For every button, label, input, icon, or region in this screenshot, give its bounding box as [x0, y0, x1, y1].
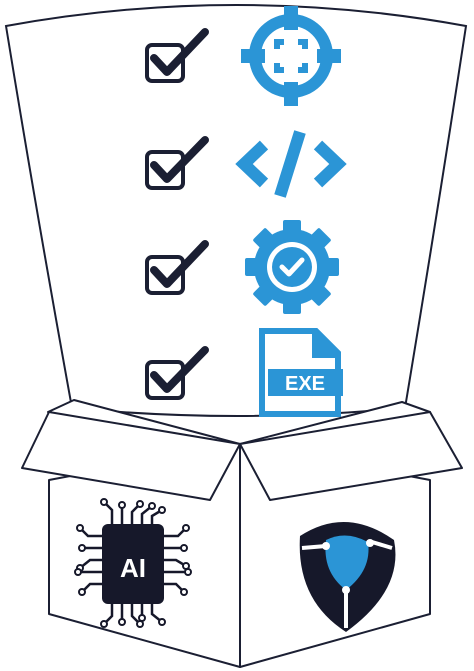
- checkbox-4: [145, 346, 209, 400]
- gear-check-icon: [245, 220, 339, 314]
- checkbox-2: [145, 136, 209, 190]
- checkbox-1: [145, 28, 209, 83]
- ai-chip-icon: AI: [74, 498, 192, 628]
- sack-outline: [4, 4, 468, 417]
- checkbox-3: [145, 240, 209, 295]
- ai-chip-label: AI: [120, 553, 146, 583]
- shield-logo-icon: [299, 521, 396, 632]
- cardboard-box: [21, 399, 463, 668]
- code-tag-icon: [235, 130, 347, 198]
- box-front-flap-right: [239, 411, 463, 501]
- exe-label: EXE: [285, 373, 325, 395]
- target-crosshair-icon: [241, 6, 341, 106]
- ai-chip-body: [102, 524, 164, 604]
- box-front-flap-left: [21, 411, 241, 501]
- exe-file-icon: EXE: [259, 328, 343, 417]
